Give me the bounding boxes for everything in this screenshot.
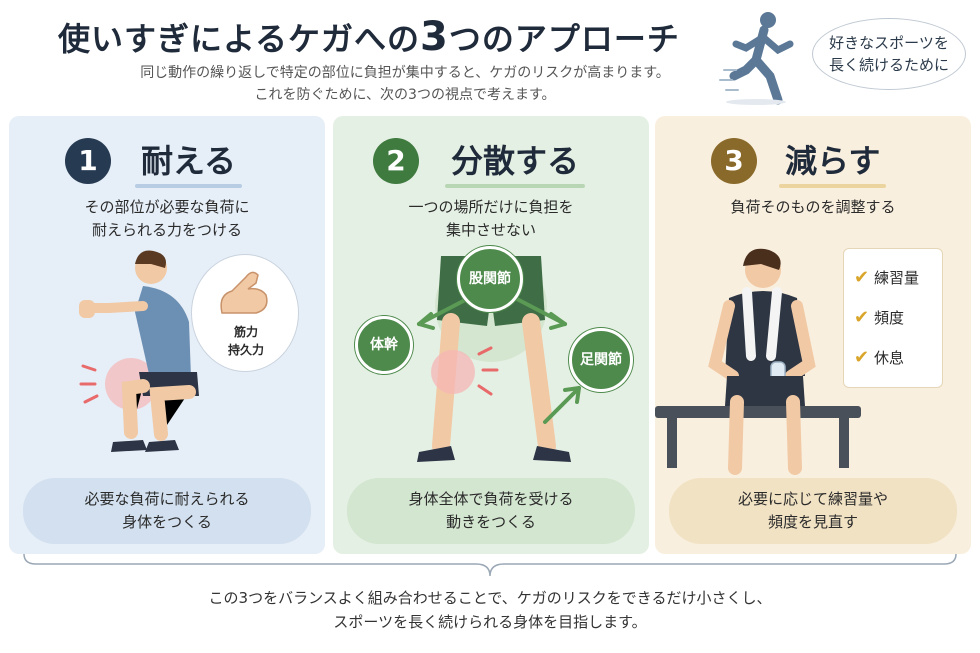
- card-desc-line-1: その部位が必要な負荷に: [84, 198, 250, 216]
- subtitle-line-2: これを防ぐために、次の3つの視点で考えます。: [254, 87, 556, 103]
- card-summary: 必要な負荷に耐えられる 身体をつくる: [23, 478, 311, 544]
- card-desc-line-2: 耐えられる力をつける: [91, 221, 242, 239]
- legs-illustration: 股関節 体幹 足関節: [333, 246, 649, 478]
- summary-line-2: 頻度を見直す: [767, 513, 858, 531]
- motto-line-2: 長く続けるために: [828, 56, 949, 74]
- muscle-bubble: 筋力 持久力: [191, 254, 299, 372]
- check-icon: ✔: [854, 307, 870, 328]
- card-title-reduce: 減らす: [778, 136, 887, 188]
- checklist-item: ✔頻度: [854, 307, 905, 328]
- node-ankle-joint: 足関節: [569, 328, 633, 392]
- card-endure: 1 耐える その部位が必要な負荷に 耐えられる力をつける 筋力 持久力 必要な負: [9, 116, 325, 554]
- sitting-person-icon: [655, 248, 861, 475]
- flexed-arm-icon: [220, 271, 268, 314]
- motto-line-1: 好きなスポーツを: [829, 34, 949, 52]
- squat-illustration: 筋力 持久力: [9, 246, 325, 478]
- card-distribute: 2 分散する 一つの場所だけに負担を 集中させない 股関節 体幹 足関節 身体全…: [333, 116, 649, 554]
- summary-line-1: 必要に応じて練習量や: [737, 490, 888, 508]
- runner-icon: [719, 12, 794, 105]
- step-number-3: 3: [711, 138, 757, 184]
- checklist-item: ✔休息: [854, 347, 905, 368]
- card-summary: 身体全体で負荷を受ける 動きをつくる: [347, 478, 635, 544]
- step-number-2: 2: [373, 138, 419, 184]
- resting-illustration: ✔練習量 ✔頻度 ✔休息: [655, 246, 971, 478]
- summary-line-1: 必要な負荷に耐えられる: [84, 490, 250, 508]
- card-reduce: 3 減らす 負荷そのものを調整する ✔練習量 ✔頻度 ✔休息 必要に応じて練習量…: [655, 116, 971, 554]
- card-desc-line-1: 一つの場所だけに負担を: [408, 198, 574, 216]
- subtitle-line-1: 同じ動作の繰り返しで特定の部位に負担が集中すると、ケガのリスクが高まります。: [140, 65, 670, 81]
- card-summary: 必要に応じて練習量や 頻度を見直す: [669, 478, 957, 544]
- node-trunk: 体幹: [355, 316, 413, 374]
- grouping-brace: [23, 553, 957, 577]
- summary-line-2: 身体をつくる: [122, 513, 212, 531]
- card-desc-line-2: 集中させない: [445, 221, 536, 239]
- page-title: 使いすぎによるケガへの3つのアプローチ: [58, 14, 680, 60]
- step-number-1: 1: [65, 138, 111, 184]
- footer-line-2: スポーツを長く続けられる身体を目指します。: [333, 613, 647, 631]
- squatting-person-icon: [79, 250, 199, 452]
- arm-label-endurance: 持久力: [227, 343, 264, 357]
- check-icon: ✔: [854, 267, 870, 288]
- card-title-endure: 耐える: [134, 136, 243, 188]
- header: 使いすぎによるケガへの3つのアプローチ 同じ動作の繰り返しで特定の部位に負担が集…: [0, 0, 980, 112]
- footer-line-1: この3つをバランスよく組み合わせることで、ケガのリスクをできるだけ小さくし、: [208, 589, 772, 607]
- summary-line-2: 動きをつくる: [446, 513, 536, 531]
- card-title-distribute: 分散する: [444, 136, 586, 188]
- check-icon: ✔: [854, 347, 870, 368]
- node-hip-joint: 股関節: [457, 246, 523, 312]
- summary-line-1: 身体全体で負荷を受ける: [408, 490, 574, 508]
- motto-bubble: 好きなスポーツを 長く続けるために: [812, 18, 966, 90]
- adjustment-checklist: ✔練習量 ✔頻度 ✔休息: [843, 248, 943, 388]
- checklist-item: ✔練習量: [854, 267, 920, 288]
- arm-label-strength: 筋力: [233, 325, 258, 339]
- card-desc-line-1: 負荷そのものを調整する: [730, 198, 896, 216]
